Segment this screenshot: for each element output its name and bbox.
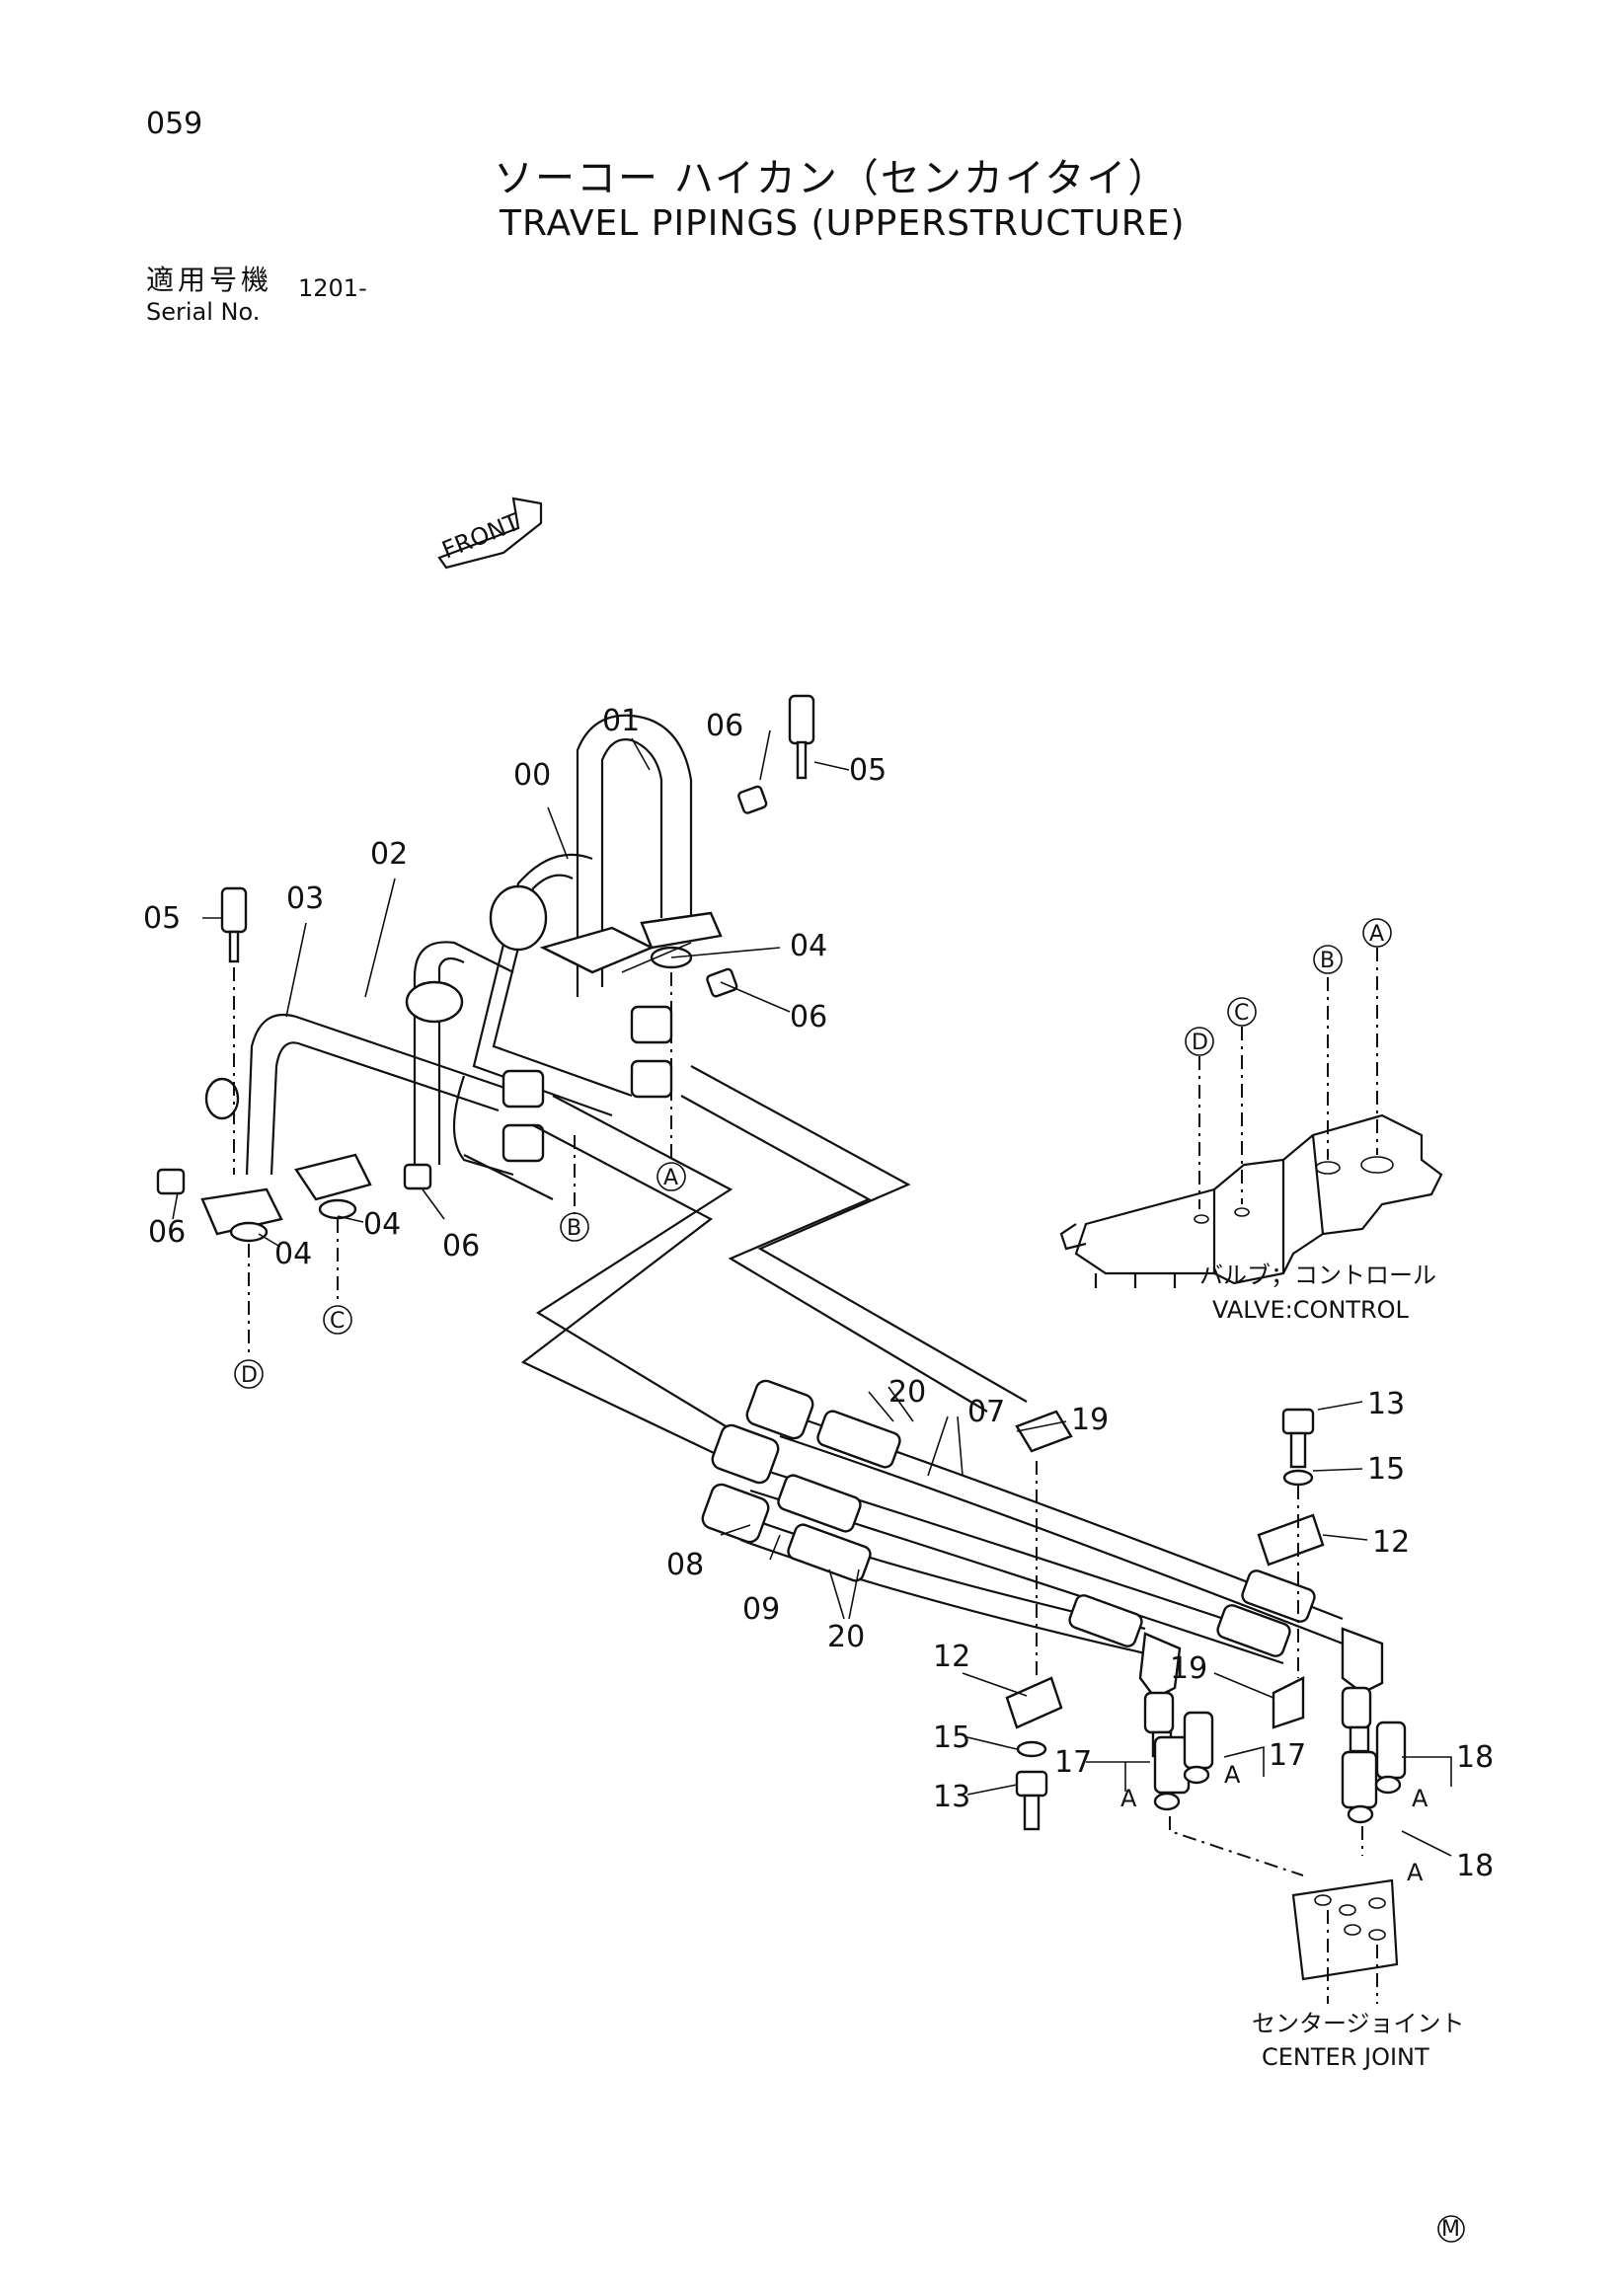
part-label-01: 01	[602, 704, 640, 738]
part-label-06-left: 06	[148, 1215, 186, 1250]
serial-label-english: Serial No.	[146, 298, 261, 326]
part-label-03: 03	[286, 881, 324, 916]
leader-lines	[172, 729, 1452, 1857]
port-markers: A B C D A B C D	[234, 918, 1392, 1389]
serial-value: 1201-	[298, 274, 367, 302]
port-d-valve: D	[1192, 1031, 1208, 1055]
part-label-18-bottom: 18	[1456, 1849, 1494, 1883]
part-label-04-left: 04	[274, 1237, 312, 1271]
part-label-19-top: 19	[1071, 1403, 1109, 1437]
part-labels: 01 00 02 03 05 05 06 04 06 06 04 06 04 2…	[143, 704, 1494, 1886]
part-label-20-top: 20	[888, 1375, 926, 1410]
part-label-17-left: 17	[1054, 1745, 1092, 1780]
control-valve	[1059, 1113, 1443, 1288]
flag-a-3: A	[1412, 1785, 1428, 1812]
port-b-pipe: B	[567, 1216, 581, 1241]
part-label-17-right: 17	[1269, 1738, 1306, 1773]
center-joint-label-en: CENTER JOINT	[1262, 2043, 1429, 2071]
pipe-assembly-upper	[200, 714, 723, 1236]
component-captions: バルブ；コントロール VALVE:CONTROL センタージョイント CENTE…	[1199, 1262, 1465, 2071]
part-label-08: 08	[666, 1548, 704, 1582]
center-joint	[1291, 1878, 1399, 1981]
part-label-15-top: 15	[1367, 1452, 1405, 1487]
flag-a-2: A	[1224, 1761, 1241, 1789]
port-a-valve: A	[1369, 922, 1384, 947]
front-arrow-icon: FRONT	[437, 497, 543, 570]
center-joint-label-jp: センタージョイント	[1252, 2010, 1465, 2037]
part-label-05-left: 05	[143, 901, 181, 936]
center-lines	[233, 948, 1378, 2004]
hose-routing	[463, 1065, 1028, 1462]
flexible-hoses	[701, 1379, 1384, 1758]
part-label-00: 00	[513, 758, 551, 793]
port-d-pipe: D	[241, 1363, 258, 1388]
part-label-18-top: 18	[1456, 1740, 1494, 1775]
valve-label-jp: バルブ；コントロール	[1199, 1262, 1436, 1289]
part-label-09: 09	[742, 1592, 780, 1627]
port-c-pipe: C	[330, 1309, 345, 1334]
part-label-12-left: 12	[933, 1640, 970, 1674]
part-label-04-center: 04	[363, 1207, 401, 1242]
part-label-19-bottom: 19	[1170, 1651, 1207, 1686]
front-label: FRONT	[438, 508, 524, 565]
footer-mark: M	[1437, 2215, 1465, 2243]
title-english: TRAVEL PIPINGS (UPPERSTRUCTURE)	[500, 203, 1186, 244]
part-label-04-top: 04	[790, 929, 827, 963]
part-label-12-right: 12	[1372, 1525, 1410, 1560]
part-label-20-bottom: 20	[827, 1620, 865, 1654]
part-label-02: 02	[370, 837, 408, 872]
page-number: 059	[146, 107, 203, 141]
title-japanese: ソーコー ハイカン（センカイタイ）	[494, 156, 1170, 201]
part-label-13-top: 13	[1367, 1387, 1405, 1421]
port-b-valve: B	[1320, 949, 1335, 973]
fittings-upper	[156, 694, 815, 1243]
part-label-05-right: 05	[849, 753, 887, 788]
part-label-15-bottom: 15	[933, 1721, 970, 1755]
clamps-bolts	[1005, 1408, 1407, 1831]
part-label-13-bottom: 13	[933, 1780, 970, 1814]
port-c-valve: C	[1234, 1001, 1249, 1026]
valve-label-en: VALVE:CONTROL	[1212, 1296, 1410, 1324]
part-label-07: 07	[967, 1395, 1005, 1429]
part-label-06-mid: 06	[790, 1000, 827, 1034]
footer-mark-letter: M	[1441, 2217, 1460, 2242]
port-a-pipe: A	[663, 1166, 678, 1190]
serial-label-japanese: 適用号機	[146, 264, 273, 296]
part-label-06-center: 06	[442, 1229, 480, 1263]
part-label-06-top: 06	[706, 709, 743, 743]
flag-a-1: A	[1120, 1785, 1137, 1812]
flag-a-4: A	[1407, 1859, 1424, 1886]
